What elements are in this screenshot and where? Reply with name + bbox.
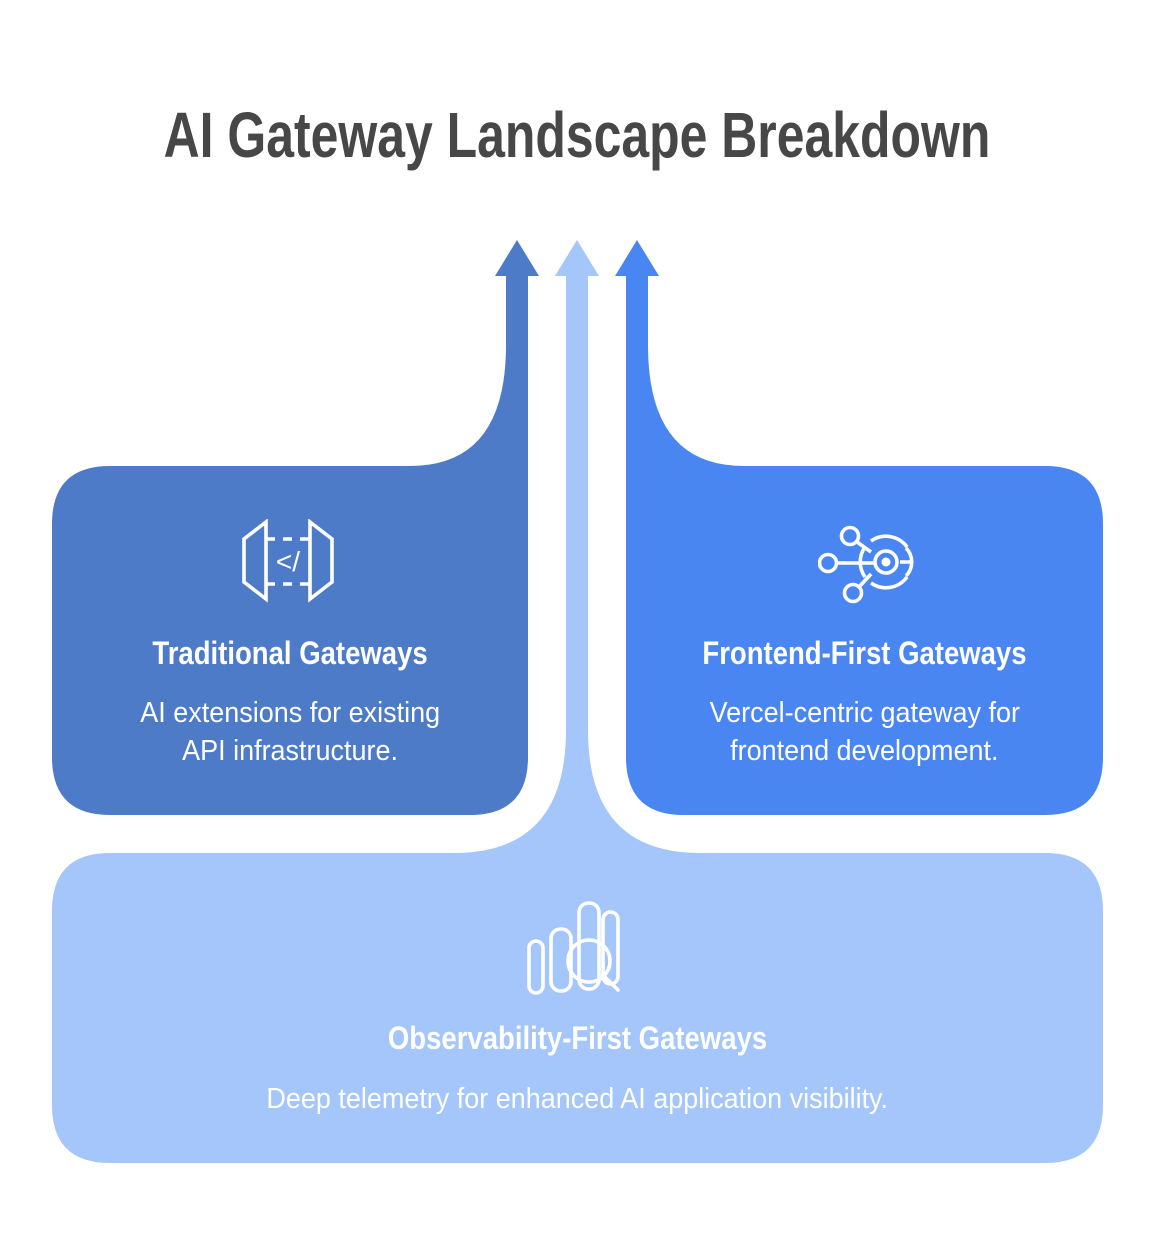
- frontend-card-heading: Frontend-First Gateways: [702, 635, 1027, 671]
- observability-card-arrow-shape: [52, 240, 1103, 1163]
- title-bar: AI Gateway Landscape Breakdown: [0, 98, 1154, 172]
- traditional-card-heading: Traditional Gateways: [152, 635, 428, 671]
- magnifier-handle: [602, 974, 620, 992]
- hub-network-icon: [818, 525, 914, 604]
- gateway-left-panel: [242, 519, 268, 603]
- hub-right-hook: [900, 546, 914, 578]
- code-glyph: </: [276, 546, 300, 577]
- hub-node-bottom: [842, 582, 864, 604]
- api-gateway-code-icon: </: [242, 519, 334, 603]
- frontend-card-body: Vercel-centric gateway for frontend deve…: [709, 697, 1020, 767]
- hub-node-left: [818, 552, 839, 574]
- magnifier-lens: [566, 938, 612, 984]
- hub-spoke-lines: [836, 540, 875, 589]
- traditional-card-body: AI extensions for existing API infrastru…: [140, 697, 440, 767]
- observability-card-body: Deep telemetry for enhanced AI applicati…: [266, 1083, 889, 1115]
- page-title: AI Gateway Landscape Breakdown: [163, 99, 991, 171]
- traditional-card-arrow-shape: [52, 240, 539, 815]
- chart-bar-3: [577, 901, 601, 991]
- chart-bar-1: [527, 939, 545, 995]
- hub-center-dot: [881, 557, 891, 567]
- chart-bar-2: [549, 927, 573, 993]
- hub-outer-arcs: [858, 534, 909, 590]
- bar-chart-magnifier-icon: [527, 901, 620, 995]
- frontend-card-arrow-shape: [615, 240, 1103, 815]
- gateway-right-panel: [308, 519, 334, 603]
- hub-inner-ring: [873, 549, 899, 575]
- hub-node-top: [839, 525, 861, 547]
- observability-card-heading: Observability-First Gateways: [387, 1020, 768, 1056]
